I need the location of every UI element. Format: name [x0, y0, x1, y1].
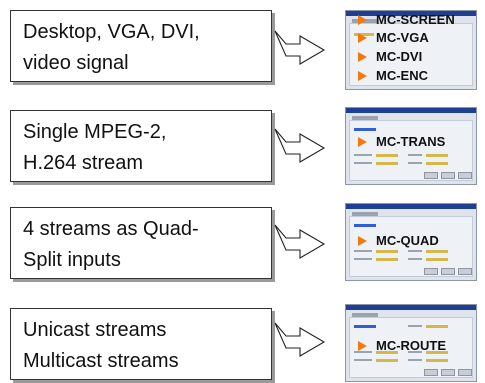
product-label: MC-ROUTE — [358, 338, 446, 353]
product-label: MC-SCREEN — [358, 12, 455, 27]
input-box: 4 streams as Quad- Split inputs — [10, 207, 272, 279]
app-window-thumbnail: MC-ROUTE — [345, 304, 477, 382]
input-text-line: Single MPEG-2, — [23, 121, 167, 143]
input-text-line: Multicast streams — [23, 350, 179, 372]
input-text-line: 4 streams as Quad- — [23, 218, 199, 240]
app-window-thumbnail: MC-SCREEN MC-VGA MC-DVI MC-ENC — [345, 10, 477, 90]
orange-pointer-icon — [358, 137, 367, 147]
orange-pointer-icon — [358, 341, 367, 351]
bent-arrow-icon — [274, 30, 326, 65]
input-text-line: Split inputs — [23, 249, 121, 271]
orange-pointer-icon — [358, 33, 367, 43]
product-label: MC-DVI — [358, 49, 422, 64]
input-text-line: Unicast streams — [23, 319, 167, 341]
app-window-thumbnail: MC-TRANS — [345, 107, 477, 185]
bent-arrow-icon — [274, 128, 326, 163]
product-label: MC-VGA — [358, 30, 429, 45]
product-label: MC-TRANS — [358, 134, 445, 149]
bent-arrow-icon — [274, 224, 326, 259]
product-label: MC-QUAD — [358, 233, 439, 248]
input-text-line: video signal — [23, 52, 129, 74]
orange-pointer-icon — [358, 52, 367, 62]
orange-pointer-icon — [358, 236, 367, 246]
orange-pointer-icon — [358, 71, 367, 81]
input-box: Desktop, VGA, DVI, video signal — [10, 10, 272, 82]
input-box: Single MPEG-2, H.264 stream — [10, 110, 272, 182]
input-text-line: H.264 stream — [23, 152, 144, 174]
bent-arrow-icon — [274, 322, 326, 357]
orange-pointer-icon — [358, 15, 367, 25]
input-text-line: Desktop, VGA, DVI, — [23, 21, 200, 43]
input-box: Unicast streams Multicast streams — [10, 308, 272, 380]
product-label: MC-ENC — [358, 68, 428, 83]
app-window-thumbnail: MC-QUAD — [345, 203, 477, 281]
